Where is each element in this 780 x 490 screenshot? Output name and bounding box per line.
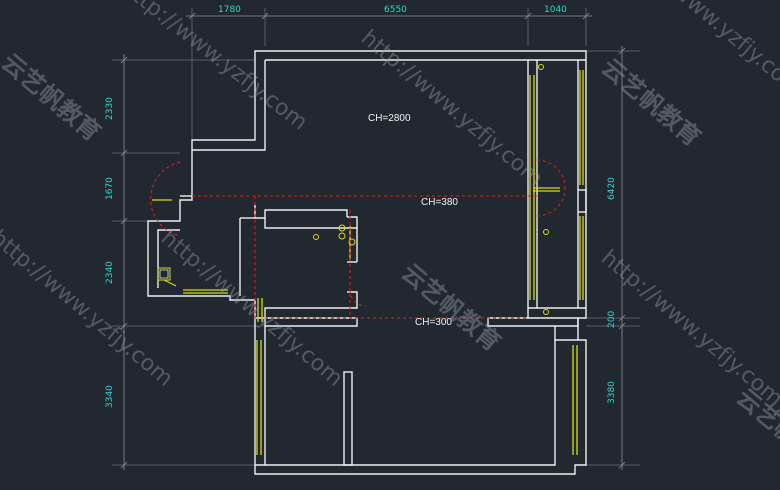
dim-left-1: 2330	[105, 97, 115, 120]
fixtures	[157, 64, 549, 315]
dim-right-1: 6420	[607, 177, 617, 200]
dim-left-2: 1670	[105, 177, 115, 200]
dim-top-1: 1780	[218, 5, 241, 15]
dim-right-2: 200	[607, 311, 617, 328]
ceiling-height-mid: CH=380	[421, 197, 458, 208]
ceiling-height-main: CH=2800	[368, 113, 411, 124]
left-dimension-chain: 2330 1670 2340 3340	[105, 54, 255, 470]
dim-top-2: 6550	[384, 5, 407, 15]
windows	[152, 70, 584, 455]
dim-right-3: 3380	[607, 381, 617, 404]
right-dimension-chain: 6420 200 3380	[586, 46, 640, 470]
ceiling-height-lower: CH=300	[415, 317, 452, 328]
top-dimension-chain: 1780 6550 1040	[186, 5, 592, 140]
ceiling-lines	[150, 159, 566, 320]
watermark-url: http://www.yzfjy.com	[116, 0, 312, 135]
watermark-brand: 云艺帆教育	[596, 53, 706, 152]
watermark-brand: 云艺帆教育	[0, 48, 106, 147]
dim-left-3: 2340	[105, 261, 115, 284]
watermark-url: http://www.yzfjy.com	[0, 225, 177, 391]
dim-left-4: 3340	[105, 385, 115, 408]
watermark-brand: 云艺帆教育	[396, 258, 506, 357]
dim-top-3: 1040	[544, 5, 567, 15]
